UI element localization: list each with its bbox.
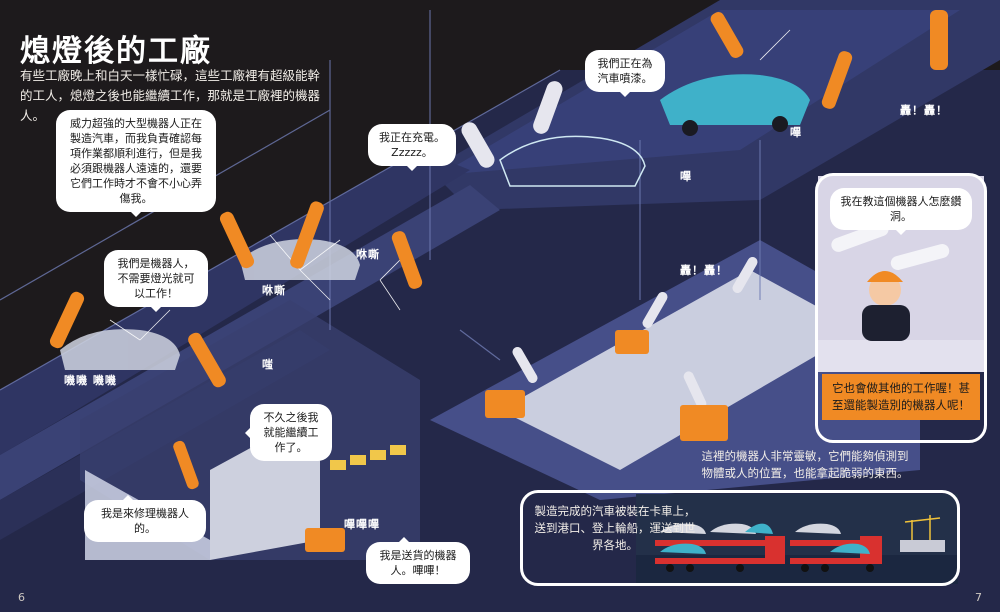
bubble-delivery: 我是送貨的機器人。嗶嗶！ <box>366 537 470 584</box>
sfx-whoosh-3: 嗶 <box>790 126 802 139</box>
bubble-painting: 我們正在為汽車噴漆。 <box>585 50 665 92</box>
wireframe-car <box>499 135 646 187</box>
caption-shipping: 製造完成的汽車被裝在卡車上，送到港口、登上輪船，運送到世界各地。 <box>534 504 696 552</box>
intro-text: 有些工廠晚上和白天一樣忙碌，這些工廠裡有超級能幹的工人，熄燈之後也能繼續工作，那… <box>20 68 321 123</box>
bubble-big-robots: 威力超強的大型機器人正在製造汽車，而我負責確認每項作業都順利進行，但是我必須跟機… <box>56 110 216 212</box>
sfx-whoosh-2: 咻嘶 <box>356 248 380 261</box>
sfx-whoosh-4: 嗶 <box>680 170 692 183</box>
bubble-no-light: 我們是機器人，不需要燈光就可以工作！ <box>104 250 208 307</box>
harbor-scene <box>636 494 958 584</box>
shipping-panel: 製造完成的汽車被裝在卡車上，送到港口、登上輪船，運送到世界各地。 <box>520 490 960 586</box>
page-number-right: 7 <box>975 591 982 604</box>
sfx-clang: 嘰嘰 嘰嘰 <box>64 374 117 387</box>
bubble-soon-work: 不久之後我就能繼續工作了。 <box>250 404 332 461</box>
page-title: 熄燈後的工廠 <box>20 34 212 69</box>
robot-arms <box>49 10 948 490</box>
teaching-panel: 我在教這個機器人怎麼鑽洞。 它也會做其他的工作喔！甚至還能製造別的機器人呢！ <box>815 173 987 443</box>
caption-sensing: 這裡的機器人非常靈敏，它們能夠偵測到物體或人的位置，也能拿起脆弱的東西。 <box>701 449 909 480</box>
orange-note: 它也會做其他的工作喔！甚至還能製造別的機器人呢！ <box>822 374 980 420</box>
sfx-beep: 嗶嗶嗶 <box>344 518 380 531</box>
sfx-bang-mid: 轟！轟！ <box>680 264 728 277</box>
bubble-charging: 我正在充電。Zzzzz。 <box>368 124 456 166</box>
sfx-zing: 嗤 <box>262 358 274 371</box>
sfx-bang-top: 轟！轟！ <box>900 104 948 117</box>
bubble-repair: 我是來修理機器人的。 <box>84 495 206 542</box>
sfx-whoosh-1: 咻嘶 <box>262 284 286 297</box>
painted-car <box>660 74 810 136</box>
bubble-teaching: 我在教這個機器人怎麼鑽洞。 <box>830 188 972 230</box>
cobot-arms <box>461 81 758 409</box>
page-number-left: 6 <box>18 591 25 604</box>
